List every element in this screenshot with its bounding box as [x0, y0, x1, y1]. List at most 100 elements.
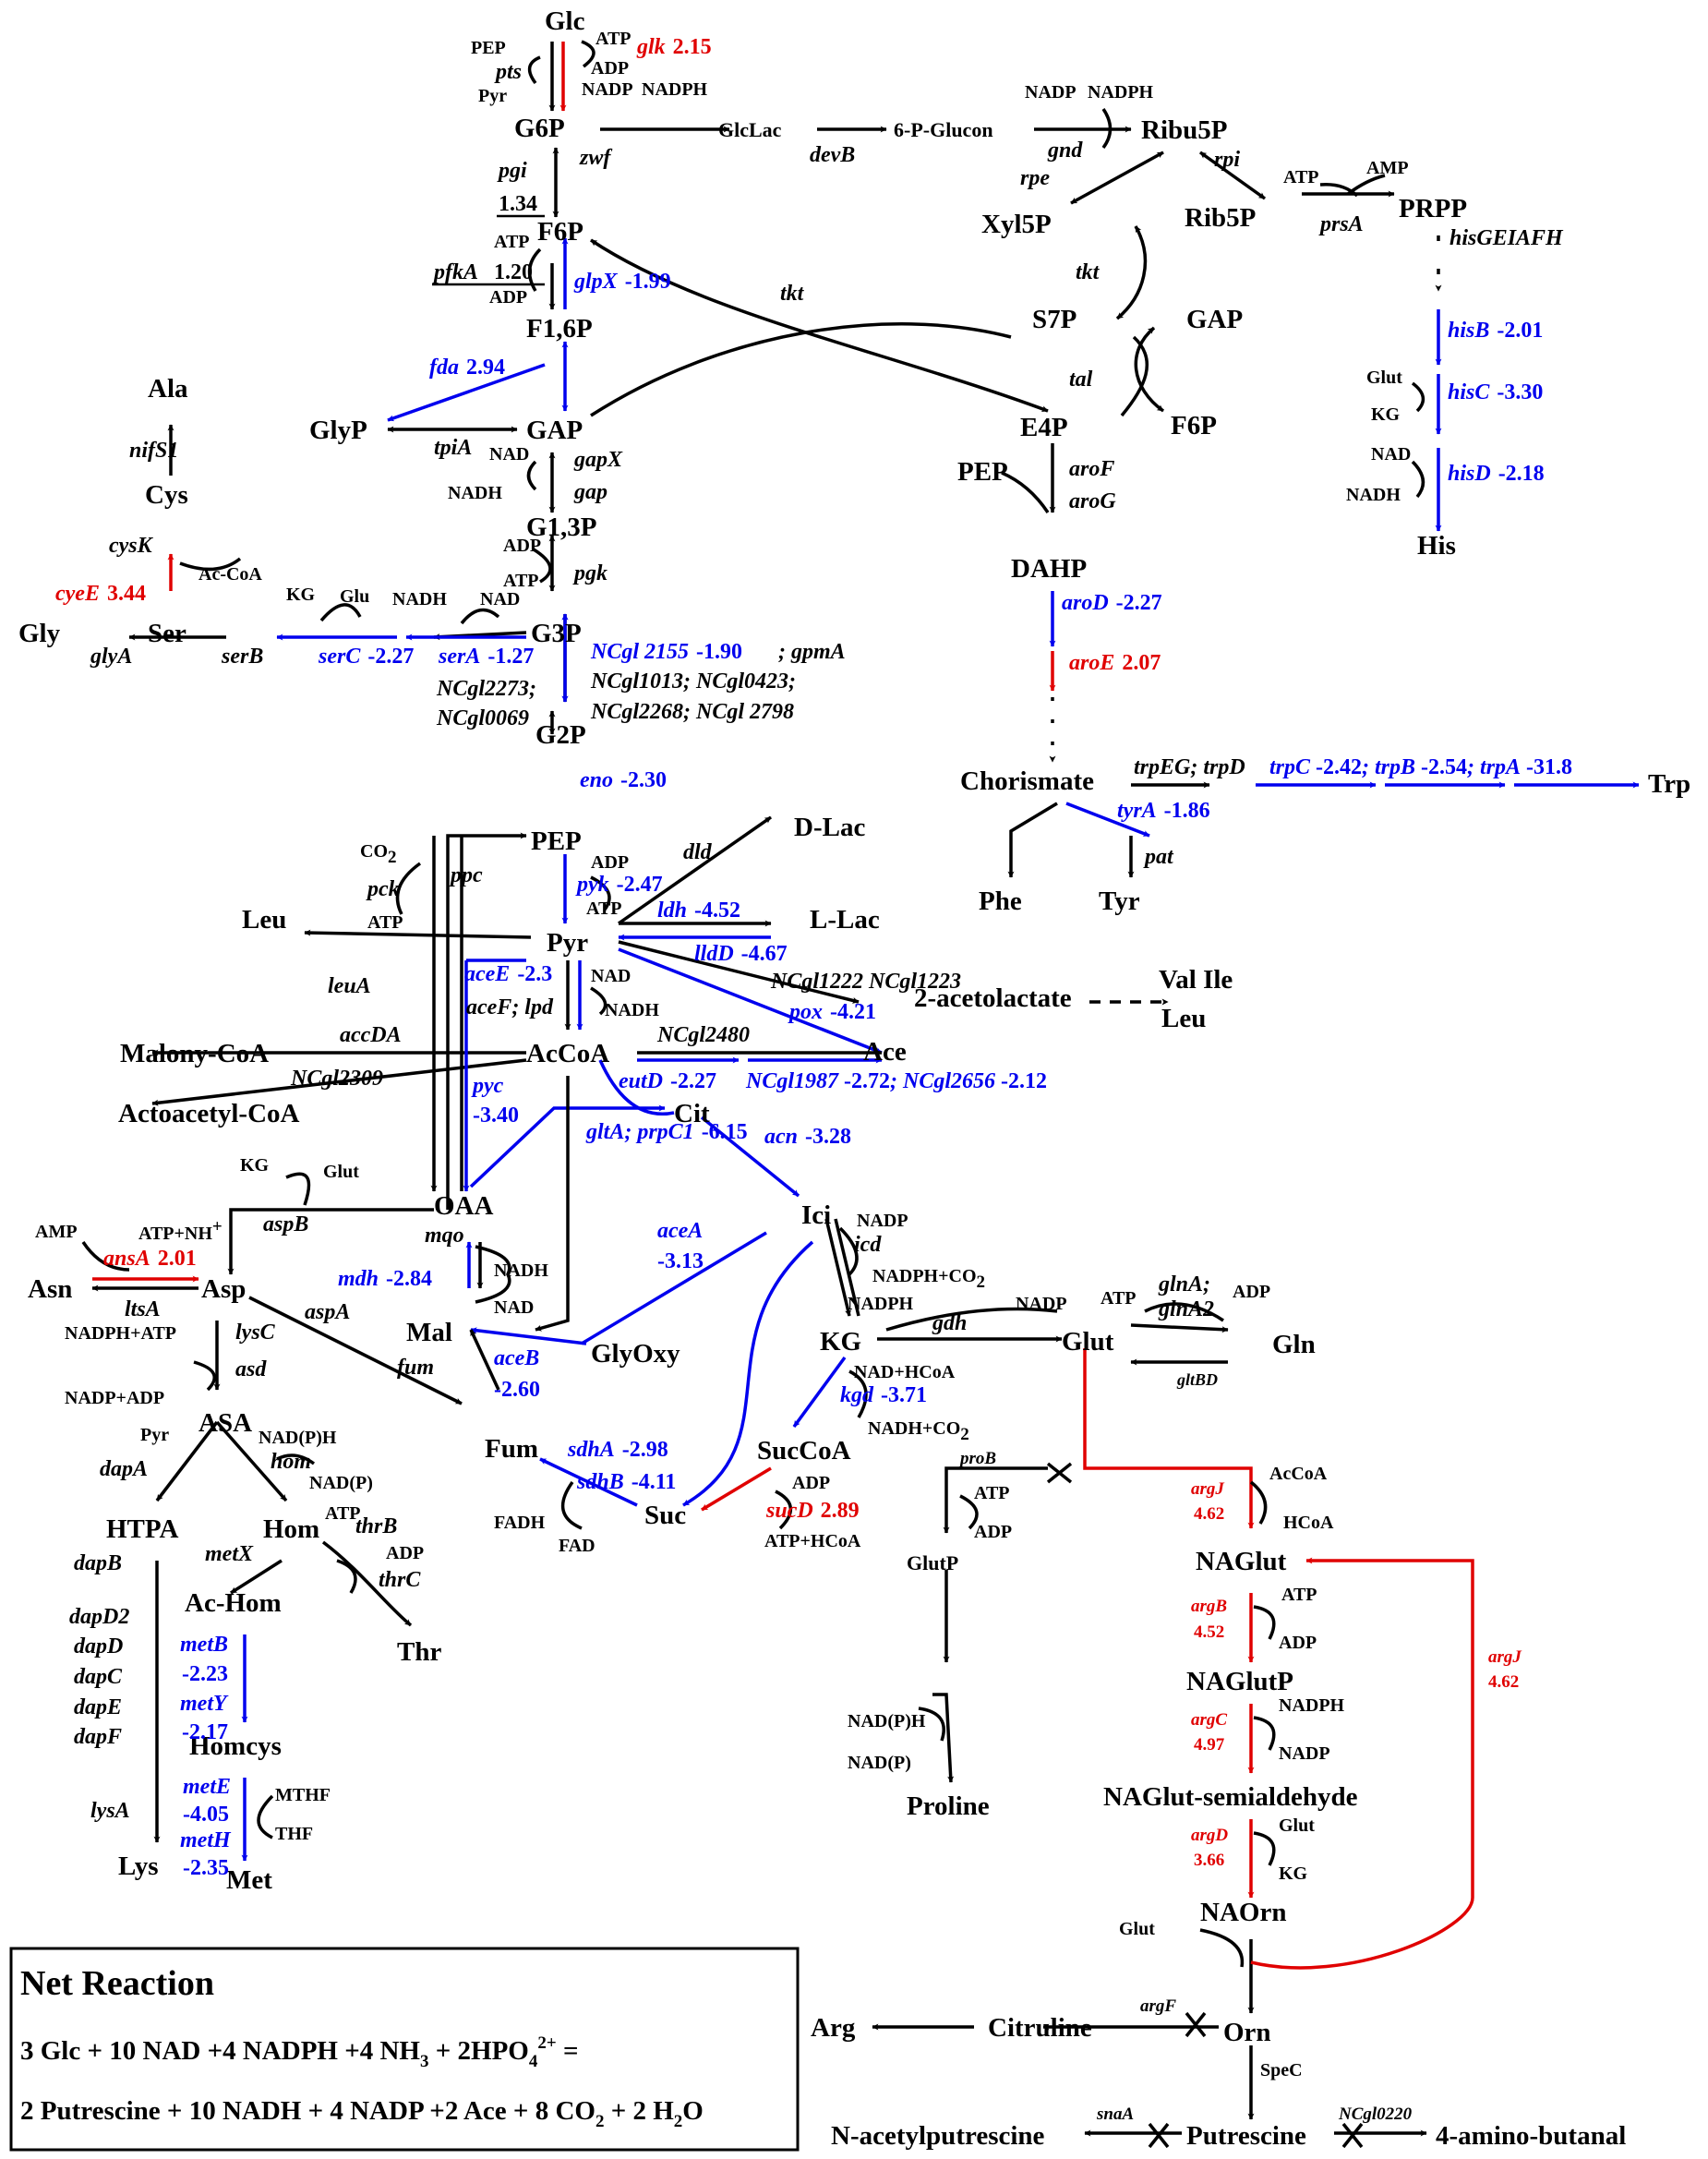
cof-nadph-pro: NAD(P)H	[848, 1711, 926, 1731]
cof-accoa-cys: Ac-CoA	[198, 564, 262, 585]
gene-dld: dld	[683, 840, 713, 864]
gene-pat: pat	[1143, 845, 1174, 869]
gene-hisc: hisC-3.30	[1448, 380, 1543, 404]
gene-mqo: mqo	[425, 1224, 464, 1248]
gene-glya: glyA	[90, 645, 132, 669]
cof-nadp-argc: NADP	[1279, 1743, 1330, 1764]
met-ala: Ala	[148, 374, 188, 404]
met-trp: Trp	[1648, 769, 1690, 799]
gene-pfka-value: 1.20	[494, 260, 533, 284]
gene-prsa: prsA	[1318, 212, 1364, 236]
gene-tkt2: tkt	[1076, 260, 1101, 284]
gene-tpia: tpiA	[434, 436, 472, 460]
gene-spec: SpeC	[1260, 2060, 1303, 2081]
gene-mdh: mdh-2.84	[338, 1267, 432, 1291]
met-f6p-ppp: F6P	[1171, 411, 1217, 440]
metabolite-labels: Glc G6P GlcLac 6-P-Glucon Ribu5P F6P Xyl…	[18, 6, 1690, 2151]
cof-atp-pck: ATP	[367, 912, 403, 933]
met-accoa: AcCoA	[526, 1039, 609, 1068]
gene-gapx: gapX	[573, 448, 623, 472]
met-g2p: G2P	[535, 720, 586, 750]
gene-pyc-value: -3.40	[473, 1104, 519, 1128]
cof-atp-thrb: ATP	[325, 1503, 361, 1524]
met-naglut: NAGlut	[1196, 1547, 1287, 1576]
gene-ncgl0069: NCgl0069	[436, 706, 529, 730]
met-leu2: Leu	[1161, 1004, 1206, 1033]
gene-argj2-value: 4.62	[1488, 1672, 1519, 1692]
gene-ldh: ldh-4.52	[657, 899, 740, 923]
gene-meth: metH	[180, 1828, 232, 1852]
cof-pyr: Pyr	[478, 86, 507, 106]
cof-hcoa-argj: HCoA	[1283, 1513, 1334, 1533]
met-f16p: F1,6P	[526, 314, 593, 344]
met-achom: Ac-Hom	[185, 1588, 282, 1618]
cof-co2-pck: CO2	[360, 841, 397, 867]
gene-hisb: hisB-2.01	[1448, 319, 1543, 343]
met-ici: Ici	[801, 1200, 831, 1230]
gene-icd: icd	[854, 1233, 882, 1257]
cof-nadh-gap: NADH	[448, 483, 502, 503]
cof-adp-pyk: ADP	[591, 852, 629, 873]
met-gap-ppp: GAP	[1186, 305, 1243, 334]
gene-dape: dapE	[74, 1695, 122, 1719]
gene-tkt: tkt	[780, 282, 805, 306]
gene-eno: eno-2.30	[580, 768, 667, 792]
met-hom: Hom	[263, 1514, 319, 1544]
met-asa: ASA	[198, 1408, 252, 1438]
met-fum: Fum	[485, 1434, 538, 1464]
cof-adp-thrc: ADP	[386, 1543, 424, 1563]
met-ace: Ace	[863, 1037, 907, 1067]
cof-fad-sdh: FAD	[559, 1536, 595, 1556]
met-g13p: G1,3P	[526, 513, 597, 542]
cof-nadh-his: NADH	[1346, 485, 1401, 505]
gene-gnd: gnd	[1047, 139, 1083, 163]
met-orn: Orn	[1223, 2018, 1271, 2047]
cof-nadphco2-icd: NADPH+CO2	[872, 1266, 985, 1292]
met-gap: GAP	[526, 416, 583, 445]
cof-amp-prs: AMP	[1366, 158, 1409, 178]
met-succoa: SucCoA	[757, 1436, 851, 1465]
met-g6p: G6P	[514, 114, 565, 143]
cof-nad-his: NAD	[1371, 444, 1411, 464]
gene-argb-value: 4.52	[1194, 1622, 1224, 1642]
gene-cysk: cysK	[109, 534, 154, 558]
gene-gdh: gdh	[932, 1311, 967, 1335]
gene-snaa: snaA	[1096, 2105, 1134, 2124]
met-dlac: D-Lac	[794, 813, 865, 842]
gene-pfka: pfkA	[432, 260, 478, 284]
gene-pyc: pyc	[471, 1074, 504, 1098]
cof-nadpadp-asd: NADP+ADP	[65, 1388, 164, 1408]
gene-rpe: rpe	[1020, 166, 1050, 190]
gene-pyk: pyk-2.47	[575, 873, 663, 897]
cofactor-labels: PEP Pyr ATP ADP NADP NADPH NADP NADPH AT…	[35, 29, 1411, 1939]
net-reaction-box: Net Reaction 3 Glc + 10 NAD +4 NADPH +4 …	[9, 1947, 800, 2152]
gene-leua: leuA	[328, 974, 371, 998]
gene-argc: argC	[1191, 1710, 1227, 1730]
cof-kg-ser: KG	[286, 585, 316, 605]
met-actoacetylcoa: Actoacetyl-CoA	[118, 1099, 300, 1128]
cof-adp-sucd: ADP	[792, 1473, 830, 1493]
cof-atphcoa-sucd: ATP+HCoA	[764, 1531, 861, 1551]
gene-dapf: dapF	[74, 1725, 122, 1749]
gene-sdha: sdhA-2.98	[567, 1438, 668, 1462]
met-met: Met	[226, 1865, 272, 1895]
gene-ncgl0220: NCgl0220	[1338, 2105, 1413, 2124]
cof-atp-prob: ATP	[974, 1483, 1010, 1503]
gene-aceb-value: -2.60	[494, 1378, 540, 1402]
gene-metb-value: -2.23	[182, 1662, 228, 1686]
gene-hom: hom	[271, 1450, 311, 1474]
gene-glutbd: gltBD	[1176, 1370, 1218, 1389]
cof-nad-mdh: NAD	[494, 1297, 534, 1318]
gene-pgi-value: 1.34	[499, 192, 537, 216]
gene-argj2: argJ	[1488, 1647, 1522, 1667]
gene-thrb: thrB	[355, 1514, 397, 1538]
cof-nadph-zwf: NADPH	[642, 79, 708, 100]
met-naglutp: NAGlutP	[1186, 1667, 1293, 1696]
gene-accda: accDA	[340, 1023, 402, 1047]
gene-argf: argF	[1140, 1996, 1176, 2016]
met-glclac: GlcLac	[718, 118, 782, 141]
gene-dapa: dapA	[100, 1457, 148, 1481]
gene-meth-value: -2.35	[183, 1856, 229, 1880]
met-pyr: Pyr	[547, 928, 588, 958]
